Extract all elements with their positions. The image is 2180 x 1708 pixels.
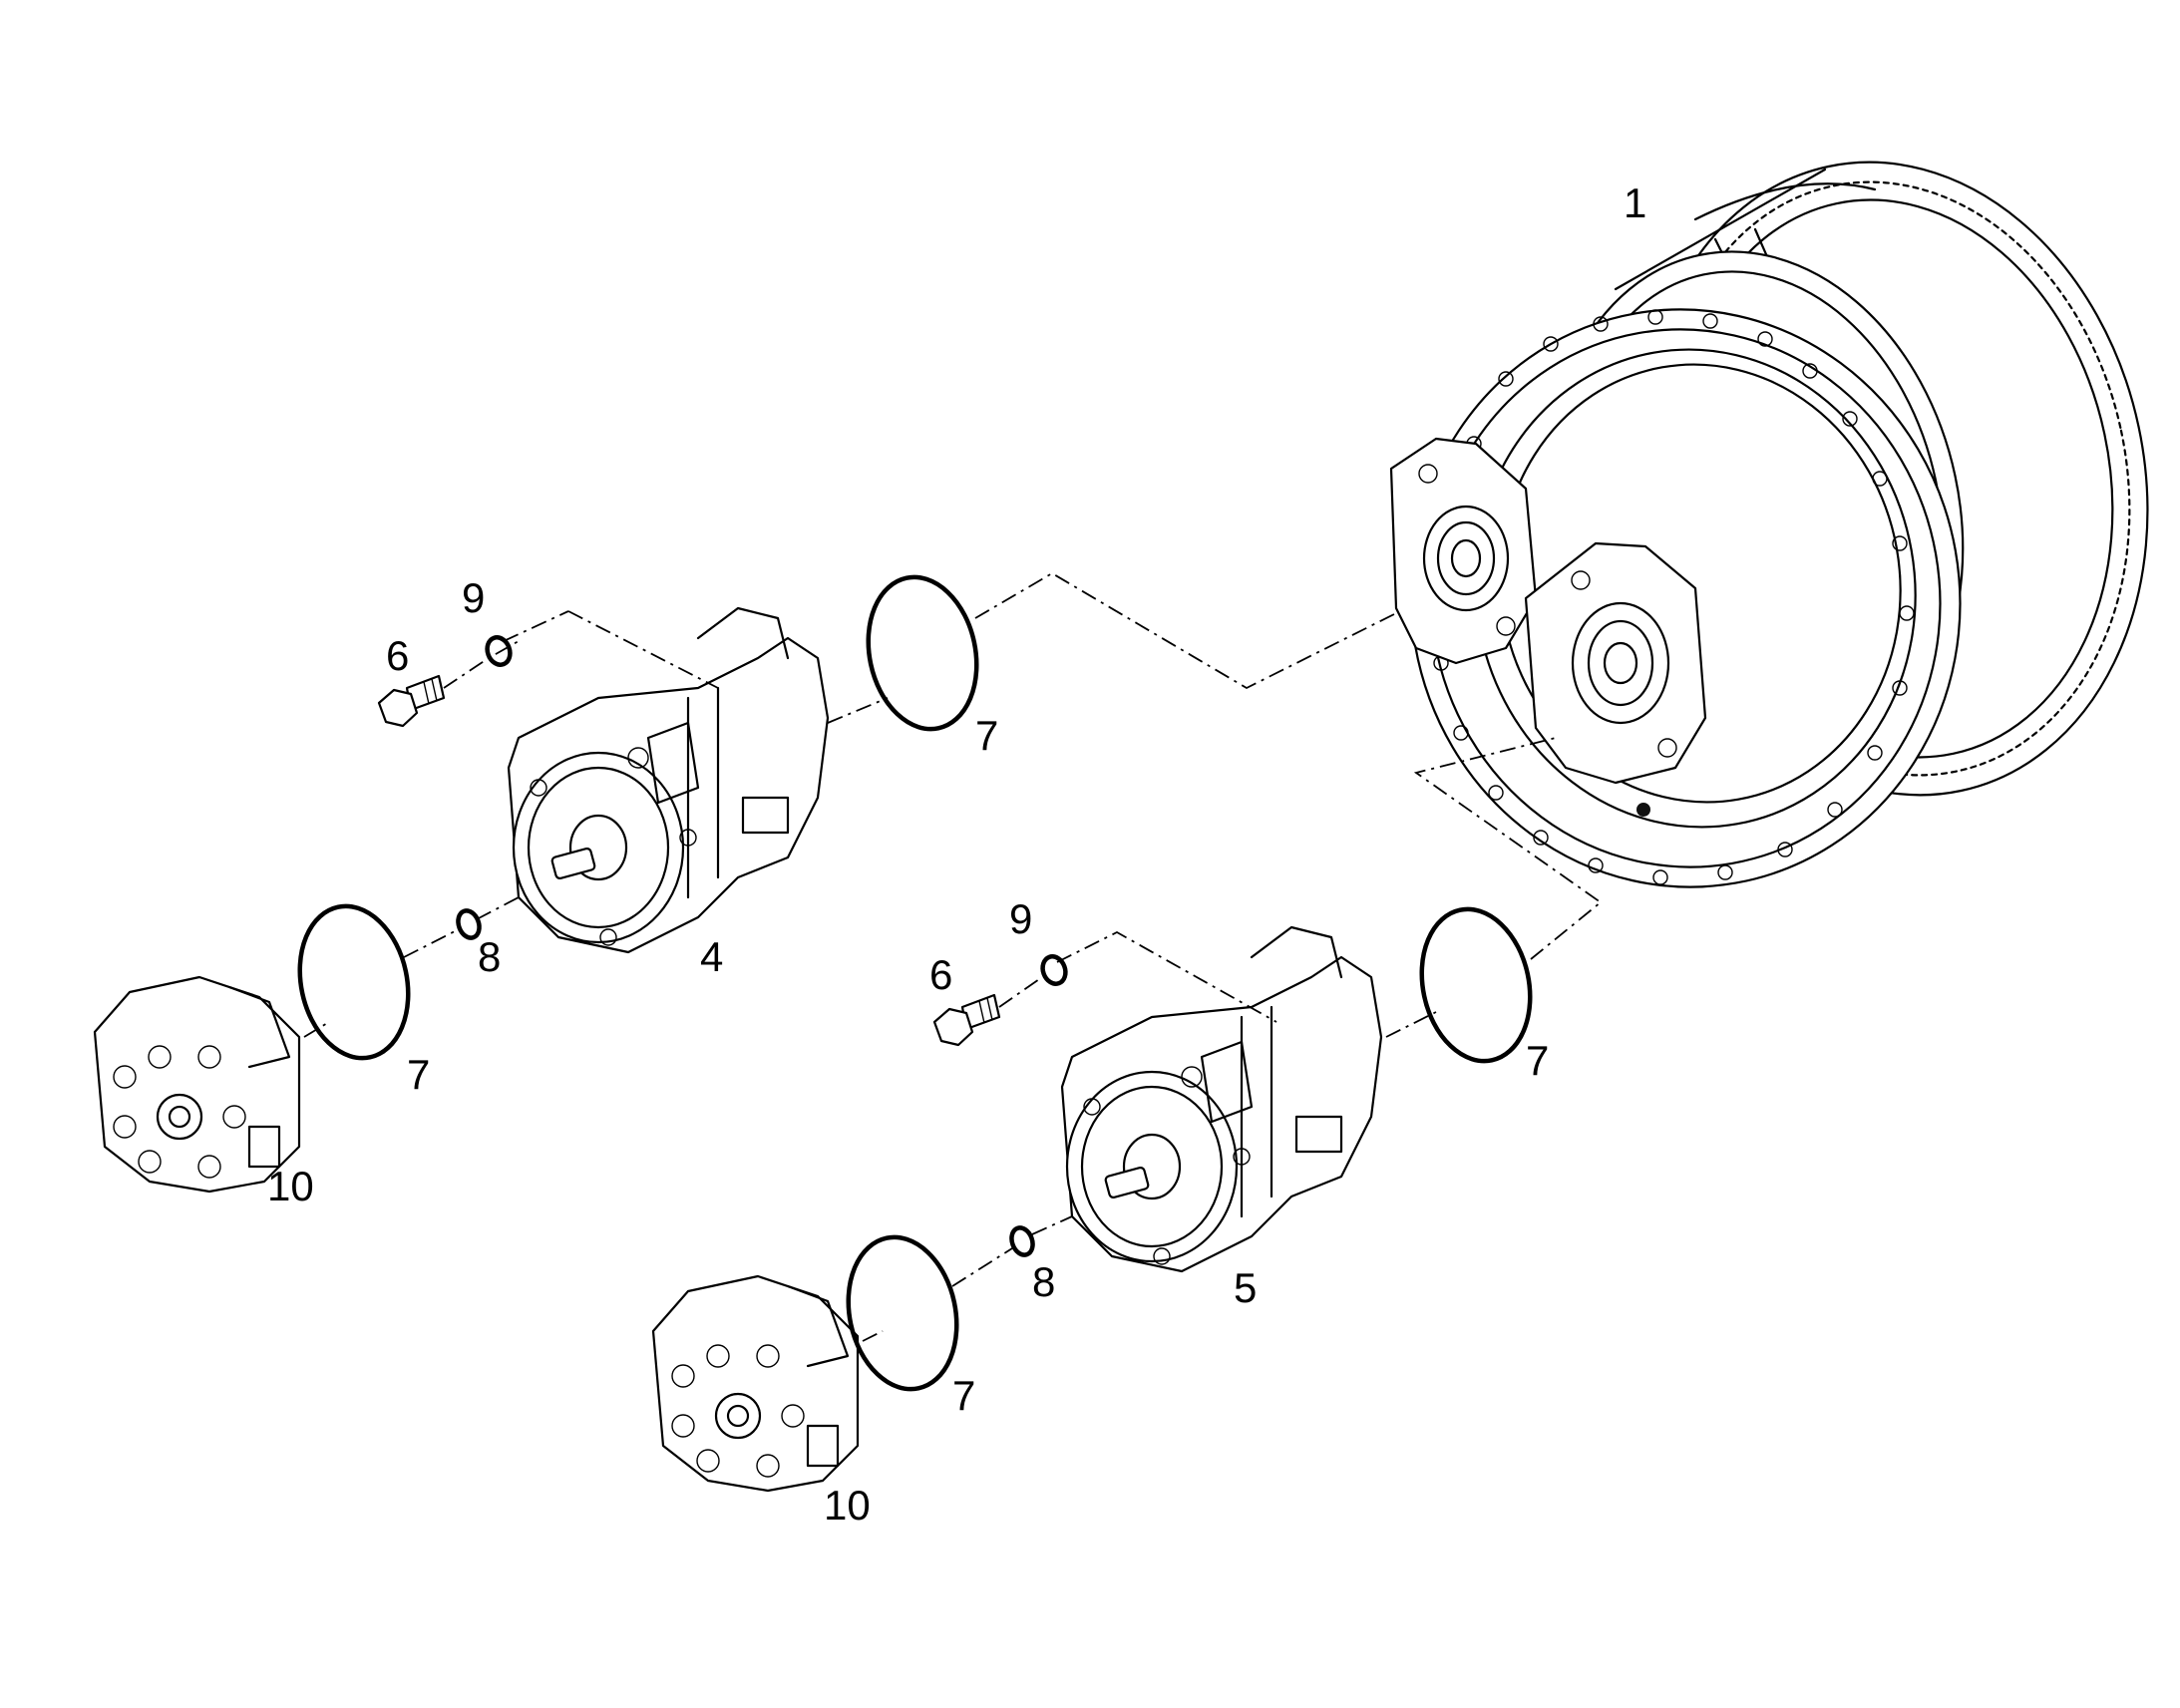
callout-9-lower: 9 [1009,895,1032,942]
part-4-hydraulic-motor[interactable] [507,606,830,954]
callout-9-upper: 9 [462,574,485,621]
callout-7-lower-right: 7 [1526,1037,1549,1084]
part-7-o-ring-lower-left[interactable] [835,1227,970,1400]
assembly-leader-lines [303,571,1603,1342]
callout-10-upper: 10 [267,1163,314,1209]
callout-4: 4 [700,933,723,980]
part-7-o-ring-upper-right[interactable] [855,567,990,740]
callout-5: 5 [1234,1264,1257,1311]
callout-8-lower: 8 [1032,1258,1055,1305]
callout-6-lower: 6 [929,951,952,998]
part-6-bolt-lower[interactable] [932,993,1001,1047]
callout-6-upper: 6 [386,632,409,679]
part-8-seal-ring-upper[interactable] [455,907,483,940]
callout-8-upper: 8 [478,933,501,980]
callout-7-lower-left: 7 [952,1372,975,1419]
part-10-control-block-lower[interactable] [651,1274,860,1493]
callout-7-upper-left: 7 [407,1051,430,1098]
part-1-gearbox-housing[interactable] [1365,115,2180,930]
part-10-control-block-upper[interactable] [93,975,301,1194]
part-5-hydraulic-motor[interactable] [1060,925,1383,1273]
part-7-o-ring-upper-left[interactable] [286,896,422,1069]
callout-1: 1 [1624,179,1646,226]
part-8-seal-ring-lower[interactable] [1008,1224,1036,1257]
callout-10-lower: 10 [824,1482,871,1529]
part-7-o-ring-lower-right[interactable] [1408,899,1544,1072]
part-6-bolt-upper[interactable] [377,674,446,728]
callout-7-upper-right: 7 [975,712,998,759]
part-9-washer-lower[interactable] [1039,953,1069,987]
